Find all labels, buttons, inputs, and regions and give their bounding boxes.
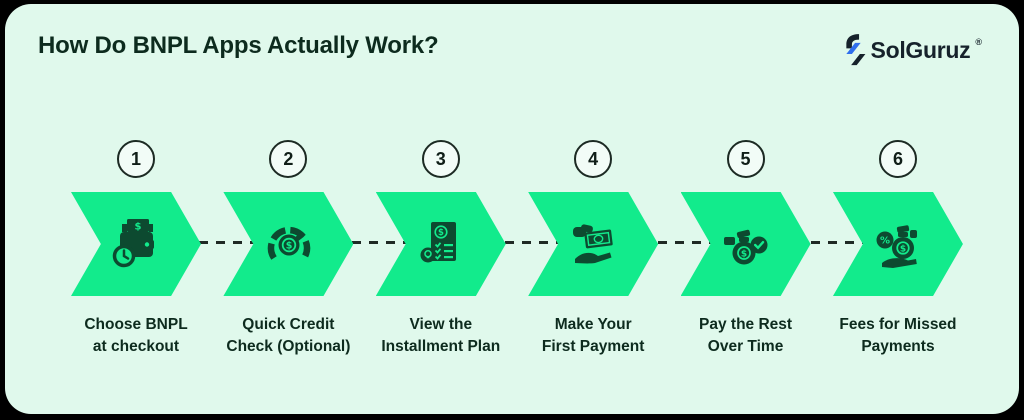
- wallet-money-clock-icon: $: [107, 214, 167, 274]
- step-chevron: $: [680, 192, 811, 296]
- step-label-line2: at checkout: [92, 338, 180, 355]
- logo-text: SolGuruz: [870, 36, 971, 63]
- step-label: View the Installment Plan: [348, 314, 534, 358]
- step-label-line1: Fees for Missed: [839, 316, 957, 333]
- svg-text:$: $: [135, 222, 142, 233]
- step-4: 4 Make Your F: [528, 140, 659, 358]
- step-1: 1 $ Choose BNPL: [71, 140, 201, 358]
- step-label-line1: Pay the Rest: [699, 316, 793, 333]
- step-6: 6 $ % Fees for M: [832, 140, 963, 358]
- svg-text:$: $: [900, 244, 906, 254]
- moneybag-percent-fee-icon: $ %: [869, 214, 929, 274]
- svg-text:$: $: [740, 249, 746, 259]
- step-label: Pay the Rest Over Time: [653, 314, 839, 358]
- step-label-line1: Quick Credit: [242, 316, 335, 333]
- registered-trademark: ®: [975, 37, 982, 47]
- step-label: Choose BNPL at checkout: [43, 314, 229, 358]
- step-label: Quick Credit Check (Optional): [195, 314, 381, 358]
- step-chevron: $: [223, 192, 354, 296]
- step-number-badge: 6: [878, 140, 917, 178]
- step-number-badge: 5: [726, 140, 765, 178]
- step-label: Make Your First Payment: [500, 314, 686, 358]
- step-number-badge: 2: [269, 140, 308, 178]
- step-2: 2 $ Quick Credit Check (Optional): [223, 140, 354, 358]
- svg-text:%: %: [880, 236, 890, 247]
- step-chevron: [528, 192, 659, 296]
- solguruz-logo-icon: [845, 34, 865, 66]
- step-label-line2: First Payment: [541, 338, 645, 355]
- step-label-line1: Choose BNPL: [84, 316, 188, 333]
- solguruz-logo: SolGuruz ®: [840, 32, 982, 68]
- svg-text:$: $: [286, 241, 293, 252]
- step-label-line2: Over Time: [707, 338, 784, 355]
- step-label-line2: Check (Optional): [226, 338, 351, 355]
- steps-row: 1 $ Choose BNPL: [71, 140, 963, 358]
- step-label: Fees for Missed Payments: [805, 314, 991, 358]
- svg-text:$: $: [438, 228, 444, 238]
- page-title: How Do BNPL Apps Actually Work?: [38, 32, 439, 59]
- hand-cash-payment-icon: [564, 214, 624, 274]
- infographic-card: How Do BNPL Apps Actually Work? SolGuruz…: [5, 4, 1019, 414]
- step-chevron: $ %: [832, 192, 963, 296]
- step-label-line1: Make Your: [554, 316, 632, 333]
- step-number-badge: 1: [117, 140, 155, 178]
- step-3: 3 $: [375, 140, 506, 358]
- step-number-badge: 4: [574, 140, 613, 178]
- step-chevron: $: [375, 192, 506, 296]
- credit-score-gauge-icon: $: [259, 214, 319, 274]
- moneybag-check-icon: $: [717, 214, 777, 274]
- step-5: 5 $ Pay the Rest Ove: [680, 140, 811, 358]
- step-number-badge: 3: [421, 140, 460, 178]
- dashed-connector-line: [165, 241, 863, 244]
- step-label-line2: Installment Plan: [381, 338, 501, 355]
- step-label-line2: Payments: [861, 338, 935, 355]
- step-chevron: $: [71, 192, 201, 296]
- step-label-line1: View the: [409, 316, 473, 333]
- installment-plan-document-icon: $: [412, 214, 472, 274]
